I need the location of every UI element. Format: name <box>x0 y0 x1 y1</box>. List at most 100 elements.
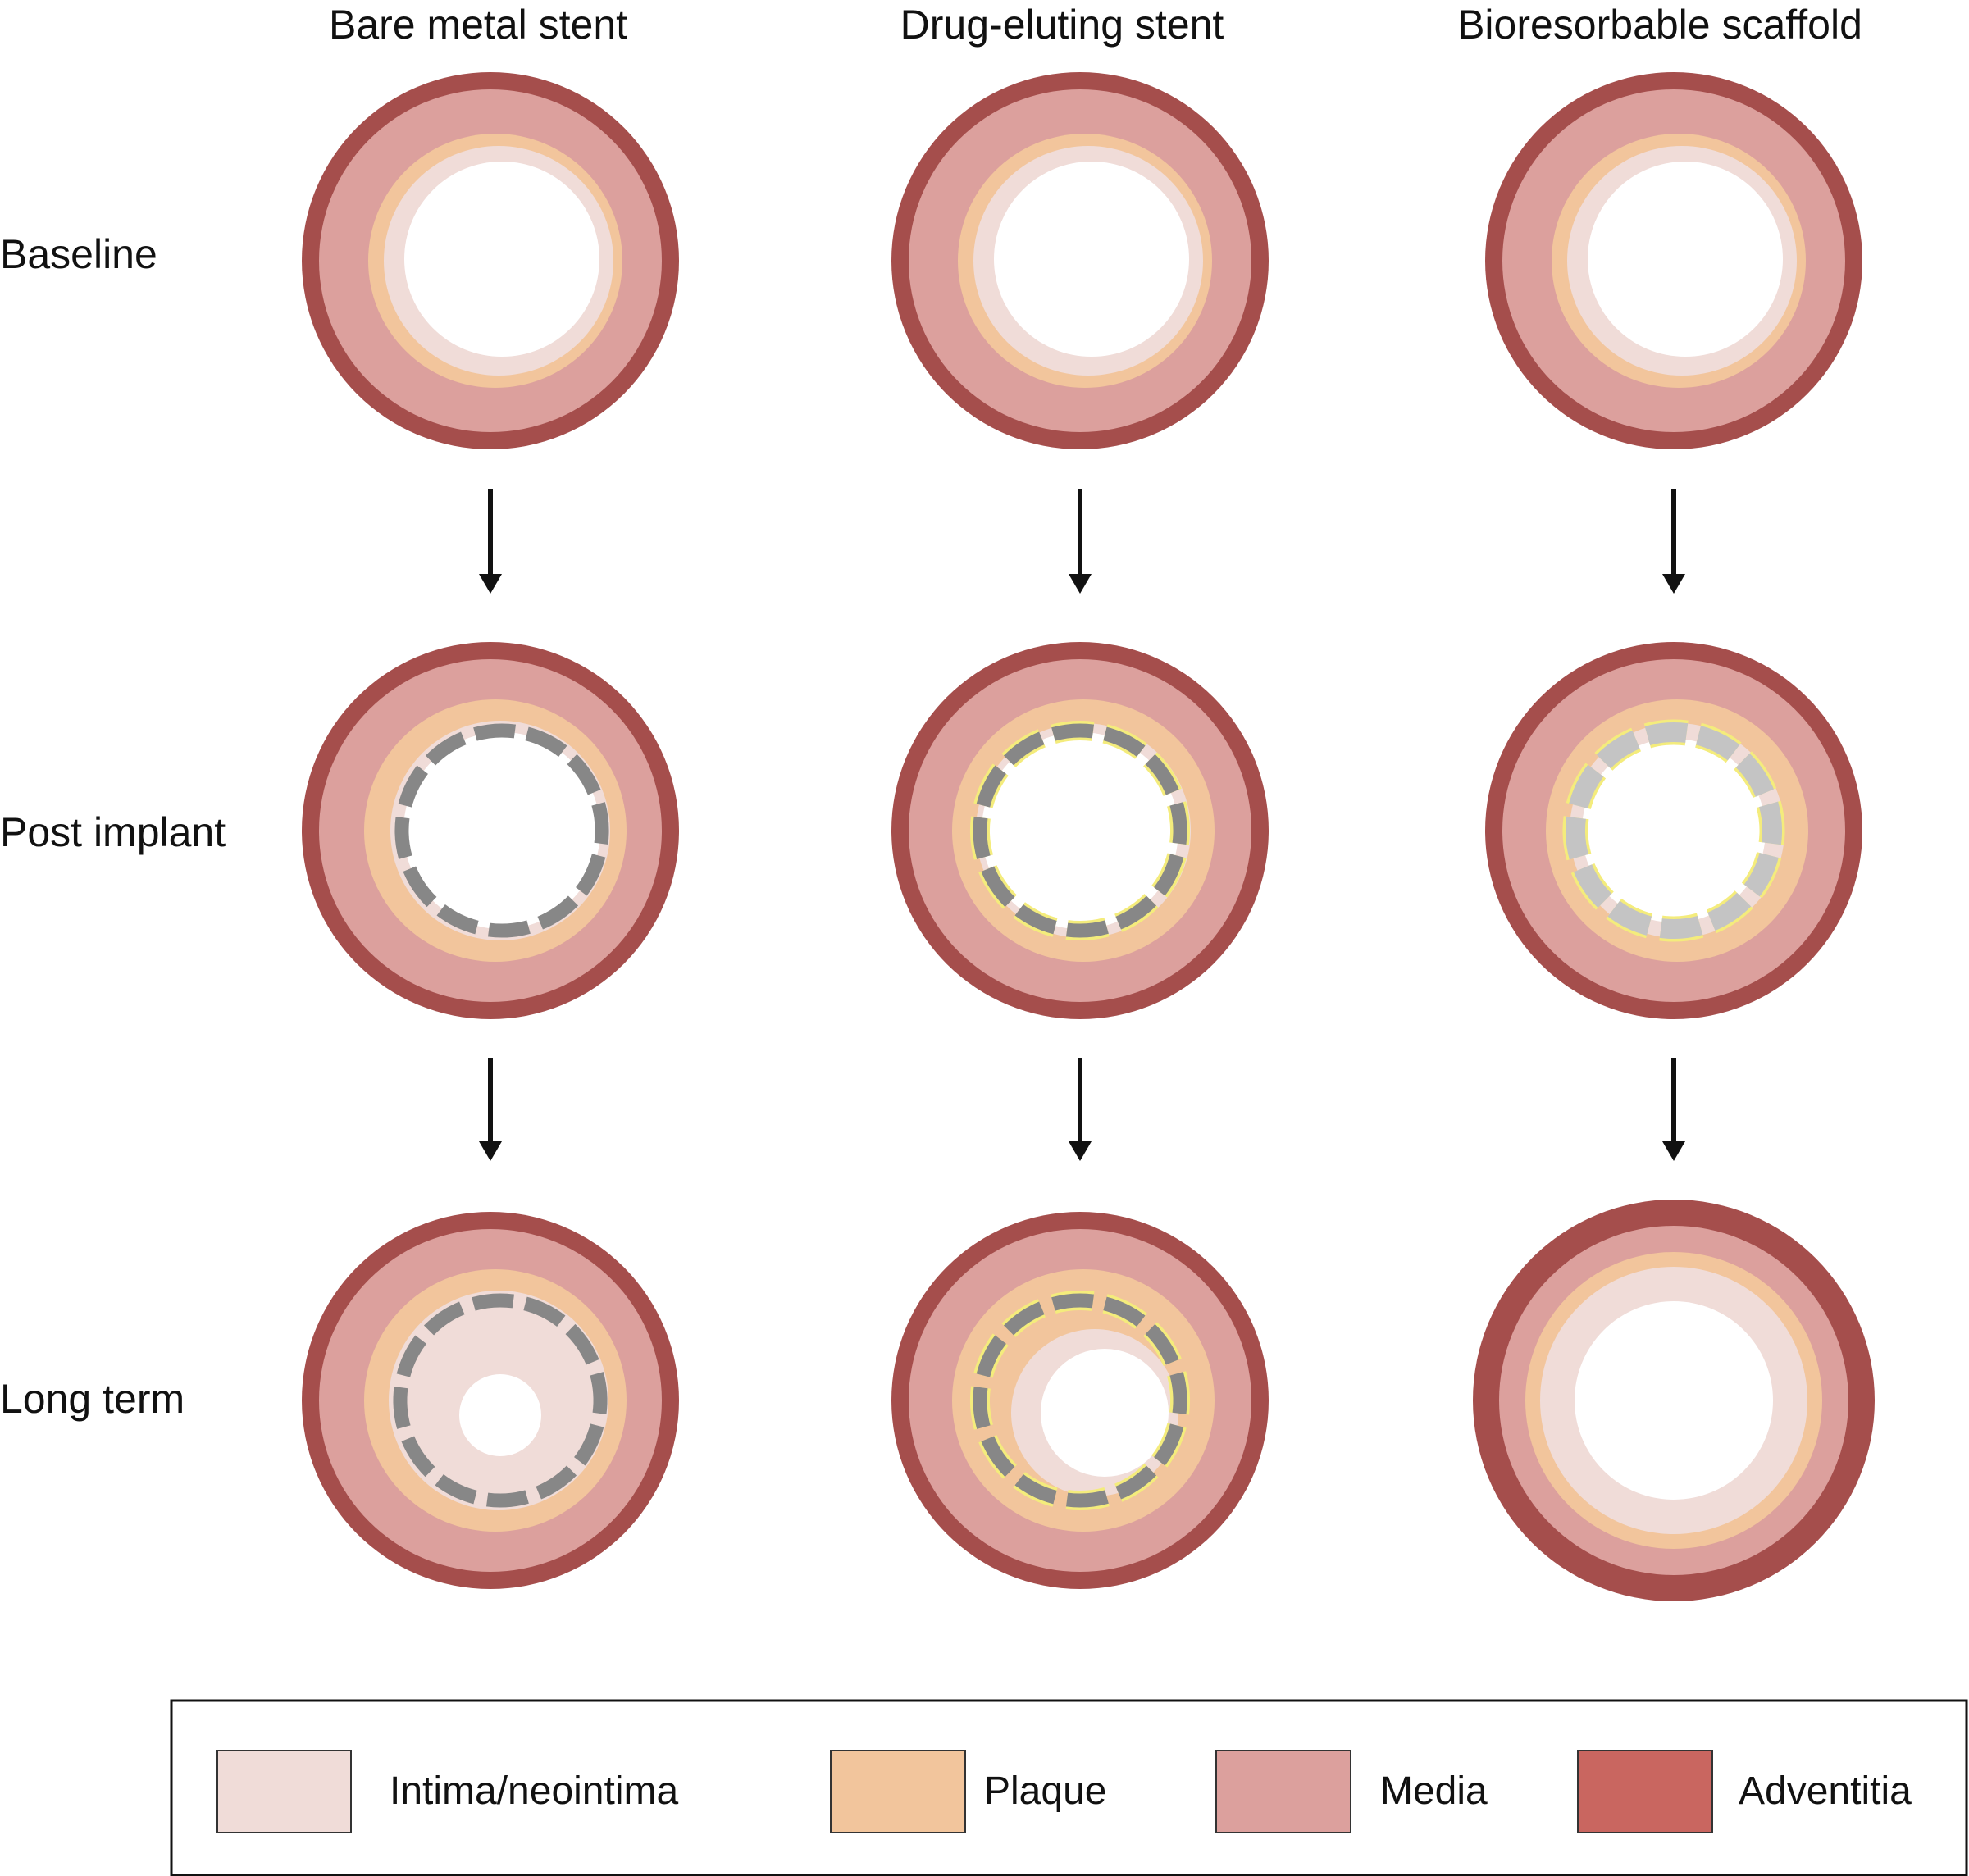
vessel-cross-sections <box>302 72 1875 1601</box>
stent-strut <box>1707 892 1752 931</box>
legend-label-adventitia: Adventitia <box>1739 1769 1912 1813</box>
stent-strut <box>1569 764 1604 809</box>
stent-strut <box>1596 731 1641 769</box>
stent-strut <box>1014 904 1057 935</box>
stent-strut <box>1743 852 1779 897</box>
lumen <box>994 162 1189 357</box>
stent-strut <box>1065 1490 1109 1508</box>
stent-strut <box>573 1423 604 1466</box>
stent-strut <box>1065 920 1109 938</box>
stent-strut <box>394 816 412 859</box>
stent-strut <box>1003 1301 1045 1336</box>
stent-strut <box>1014 1473 1057 1505</box>
lumen <box>459 1374 541 1456</box>
stent-strut <box>425 731 467 766</box>
stent-strut <box>591 802 609 845</box>
stent-strut <box>1051 723 1095 741</box>
stent-strut <box>1169 802 1187 845</box>
stent-strut <box>1565 816 1589 860</box>
stent-strut <box>423 1301 465 1336</box>
stent-strut <box>1153 854 1184 896</box>
stent-strut <box>536 1465 577 1500</box>
legend-swatch-adventitia <box>1577 1750 1713 1833</box>
lumen <box>1582 739 1766 922</box>
arrow-post-implant-to-long-term-bare-metal-stent <box>479 1058 502 1161</box>
stent-strut <box>981 1436 1015 1478</box>
stent-strut <box>401 1436 435 1478</box>
legend-label-plaque: Plaque <box>984 1769 1106 1813</box>
lumen <box>1575 1301 1773 1500</box>
legend-label-media: Media <box>1380 1769 1488 1813</box>
stent-strut <box>472 1293 515 1311</box>
stent-strut <box>1758 801 1783 845</box>
legend: Intima/neointima Plaque Media Adventitia <box>170 1699 1968 1876</box>
lumen <box>1041 1349 1169 1477</box>
stent-strut <box>1051 1293 1095 1311</box>
vessel-long-term-bioresorbable-scaffold <box>1473 1200 1875 1601</box>
legend-frame <box>170 1699 1968 1876</box>
stent-strut <box>590 1372 608 1415</box>
row-header-baseline: Baseline <box>0 231 157 277</box>
lumen <box>403 732 600 929</box>
drug-eluting-stent-struts <box>969 720 1191 941</box>
arrow-baseline-to-post-implant-bare-metal-stent <box>479 489 502 594</box>
stent-strut <box>1607 900 1652 936</box>
stent-strut <box>575 854 606 896</box>
stent-strut <box>567 754 601 795</box>
arrow-head <box>479 574 502 594</box>
stent-strut <box>973 1386 991 1429</box>
stent-strut <box>1735 753 1774 798</box>
arrow-post-implant-to-long-term-drug-eluting-stent <box>1069 1058 1092 1161</box>
progression-arrows <box>479 489 1685 1161</box>
stent-strut <box>523 1296 566 1327</box>
vessel-baseline-drug-eluting-stent <box>891 72 1269 449</box>
bioresorbable-scaffold-struts <box>1562 719 1785 942</box>
stent-strut <box>1695 726 1740 761</box>
stent-strut <box>1644 722 1689 746</box>
stent-strut <box>1659 915 1703 940</box>
lumen <box>982 732 1178 929</box>
arrow-head <box>1662 574 1685 594</box>
vessel-long-term-drug-eluting-stent <box>891 1212 1269 1589</box>
stent-strut <box>1103 1296 1146 1327</box>
arrow-head <box>1069 1141 1092 1161</box>
vessel-post-implant-bare-metal-stent <box>302 642 679 1019</box>
stent-strut <box>981 866 1015 908</box>
vessel-long-term-bare-metal-stent <box>302 1212 679 1589</box>
stent-strut <box>1115 895 1157 930</box>
stent-strut <box>396 1335 427 1377</box>
stent-strut <box>976 765 1007 808</box>
legend-label-intima: Intima/neointima <box>390 1769 678 1813</box>
arrow-head <box>1662 1141 1685 1161</box>
arrow-head <box>479 1141 502 1161</box>
stent-strut <box>537 895 579 930</box>
arrow-baseline-to-post-implant-bioresorbable-scaffold <box>1662 489 1685 594</box>
arrow-post-implant-to-long-term-bioresorbable-scaffold <box>1662 1058 1685 1161</box>
stent-strut <box>525 726 567 758</box>
stent-strut <box>1115 1465 1157 1500</box>
bare-metal-stent-struts <box>394 723 609 938</box>
stent-strut <box>398 765 429 808</box>
stent-strut <box>1103 726 1146 758</box>
stent-strut <box>436 904 479 935</box>
stent-strut <box>485 1490 529 1508</box>
stent-strut <box>1169 1372 1187 1415</box>
stent-strut <box>565 1323 599 1365</box>
row-header-long-term: Long term <box>0 1376 185 1422</box>
lumen <box>404 162 599 357</box>
legend-swatch-media <box>1215 1750 1351 1833</box>
arrow-head <box>1069 574 1092 594</box>
stent-strut <box>435 1473 477 1505</box>
vessel-post-implant-bioresorbable-scaffold <box>1485 642 1862 1019</box>
row-header-post-implant: Post implant <box>0 809 226 855</box>
stent-strut <box>403 866 437 908</box>
stent-strut <box>1145 1323 1179 1365</box>
stent-strut <box>1574 863 1612 908</box>
stent-strut <box>1153 1423 1184 1466</box>
stent-strut <box>973 816 991 859</box>
legend-swatch-plaque <box>830 1750 966 1833</box>
legend-swatch-intima <box>216 1750 352 1833</box>
column-header-bioresorbable-scaffold: Bioresorbable scaffold <box>1457 2 1862 48</box>
arrow-baseline-to-post-implant-drug-eluting-stent <box>1069 489 1092 594</box>
